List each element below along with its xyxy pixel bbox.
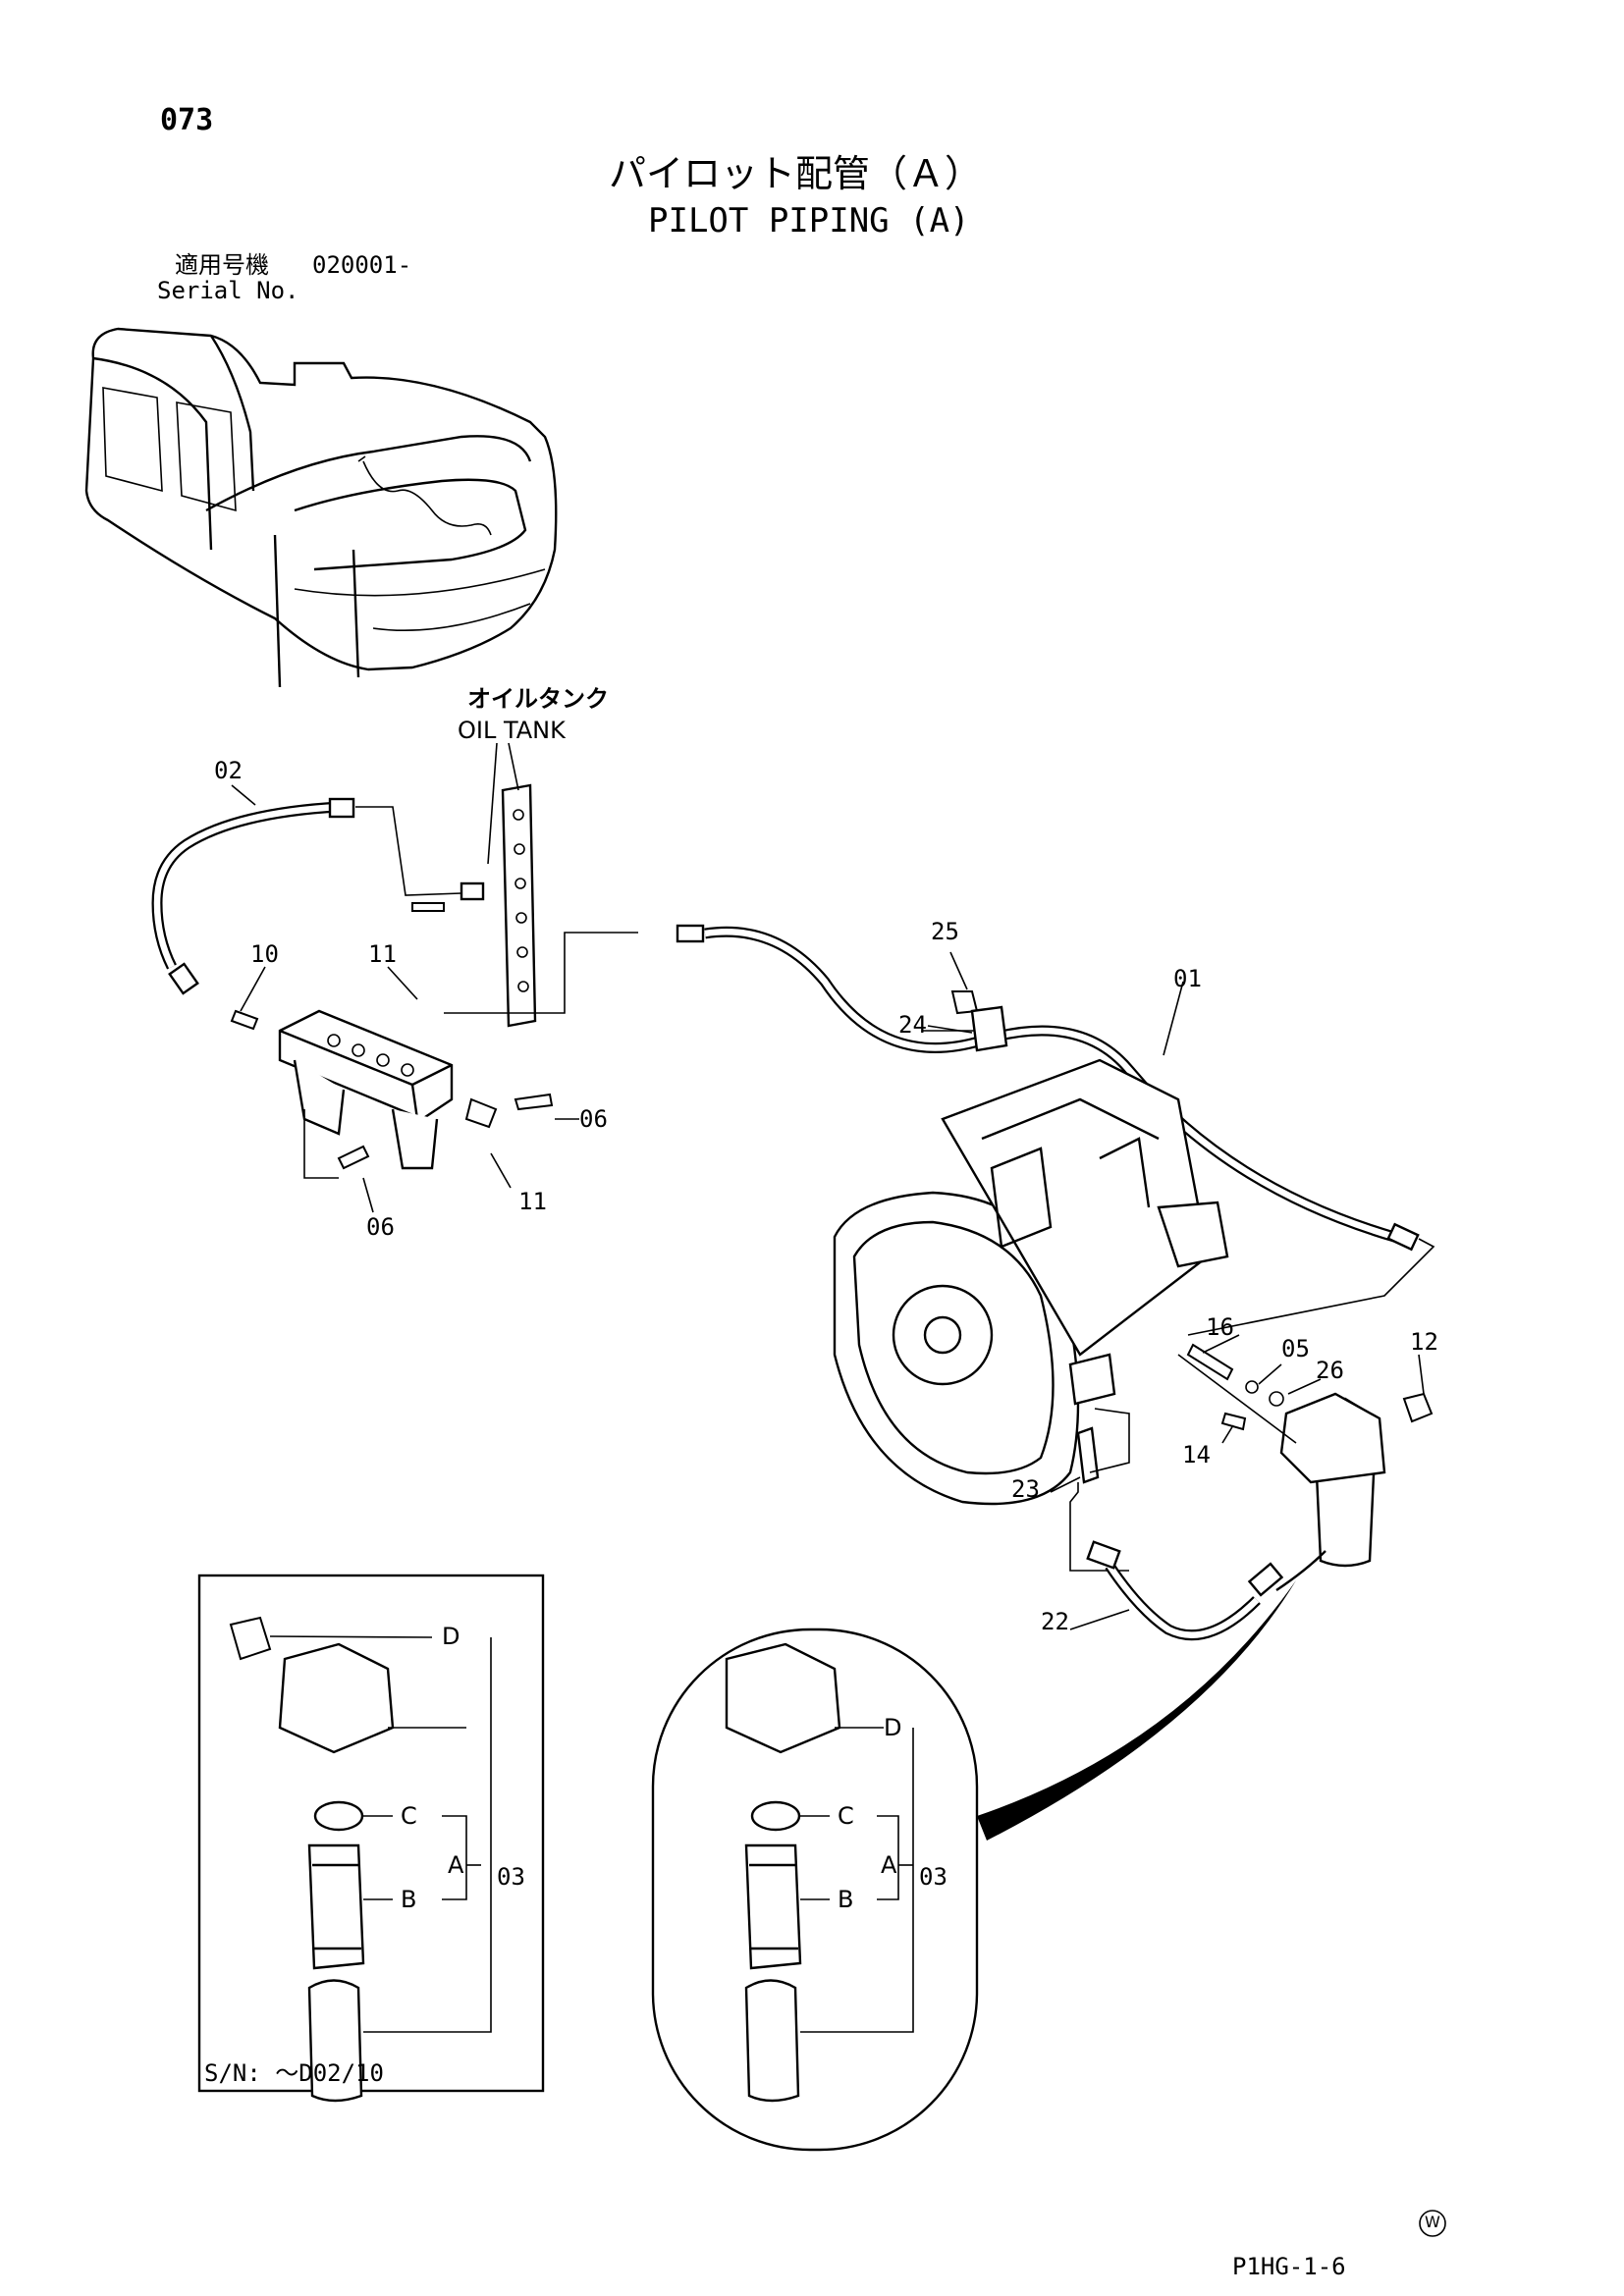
title-japanese: パイロット配管（Ａ）: [609, 152, 983, 195]
page-number: 073: [160, 103, 214, 137]
callout-11-bottom: 11: [518, 1188, 547, 1215]
hose-02: [151, 797, 485, 995]
left-box-label-a: A: [448, 1851, 464, 1879]
oil-tank-illustration: [487, 742, 537, 1028]
filter-components-left: [229, 1616, 492, 2103]
detail-box-left: [197, 1574, 545, 2093]
callout-12: 12: [1410, 1328, 1438, 1356]
footer-code: P1HG-1-6: [1232, 2253, 1346, 2280]
oil-tank-label-en: OIL TANK: [458, 717, 566, 744]
fitting-23-hose-22: [1069, 1408, 1326, 1641]
callout-22: 22: [1041, 1608, 1069, 1635]
callout-16: 16: [1206, 1313, 1234, 1341]
callout-23: 23: [1011, 1475, 1040, 1503]
bolt-25-and-clamp-24: [923, 990, 1008, 1052]
callout-11-top: 11: [368, 940, 397, 968]
valve-manifold-block: [230, 902, 638, 1179]
footer-mark: W: [1425, 2213, 1440, 2231]
callout-10: 10: [250, 940, 279, 968]
serial-label-jp: 適用号機: [175, 251, 269, 279]
right-box-label-a: A: [881, 1851, 897, 1879]
callout-01: 01: [1173, 965, 1202, 992]
serial-label-en: Serial No.: [157, 277, 299, 304]
callout-14: 14: [1182, 1441, 1211, 1468]
callout-06-bottom: 06: [366, 1213, 395, 1241]
callout-24: 24: [898, 1011, 927, 1039]
detail-connector: [977, 1580, 1296, 1841]
right-box-part-03: 03: [919, 1863, 947, 1891]
pilot-filter-assembly: [1177, 1343, 1434, 1568]
right-box-label-c: C: [838, 1802, 854, 1830]
callout-26: 26: [1316, 1357, 1344, 1384]
title-english: PILOT PIPING (A): [648, 201, 970, 240]
callout-02: 02: [214, 757, 243, 784]
callout-06-right: 06: [579, 1105, 608, 1133]
detail-box-right: [651, 1628, 979, 2152]
left-box-serial-note: S/N: ～D02/10: [204, 2059, 384, 2087]
hydraulic-pump-assembly: [833, 1058, 1229, 1506]
callout-05: 05: [1281, 1335, 1310, 1362]
callout-25: 25: [931, 918, 959, 945]
right-box-label-b: B: [838, 1886, 854, 1913]
footer-mark-circle: [1419, 2210, 1446, 2237]
left-box-label-d: D: [442, 1623, 460, 1650]
left-box-label-b: B: [401, 1886, 417, 1913]
excavator-overview-illustration: [84, 327, 558, 688]
oil-tank-label-jp: オイルタンク: [467, 685, 609, 713]
left-box-part-03: 03: [497, 1863, 525, 1891]
serial-value: 020001-: [312, 251, 412, 279]
leader-lines: [231, 784, 1425, 1630]
left-box-label-c: C: [401, 1802, 417, 1830]
right-box-label-d: D: [884, 1714, 902, 1741]
filter-components-right: [725, 1642, 914, 2103]
